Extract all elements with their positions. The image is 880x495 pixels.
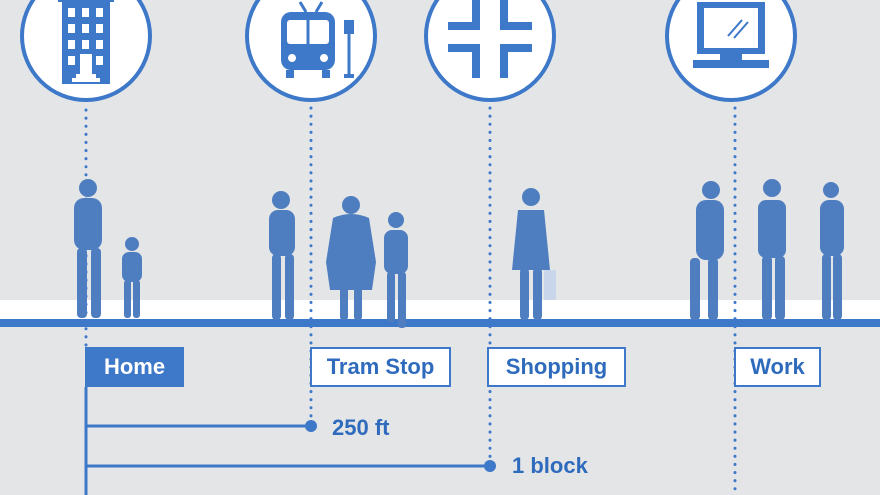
people-tram-stop [269,191,408,328]
label-work: Work [734,347,821,387]
distance-label-shopping: 1 block [512,453,588,478]
distance-endpoint-shopping [484,460,496,472]
street-line [0,319,880,327]
distance-label-tram-stop: 250 ft [332,415,390,440]
people-shopping [512,188,556,320]
tram-icon [245,0,377,102]
label-home: Home [85,347,184,387]
computer-monitor-icon [665,0,797,102]
apartment-building-icon [20,0,152,102]
people-work [690,179,844,320]
label-shopping: Shopping [487,347,626,387]
label-tram-stop: Tram Stop [310,347,451,387]
people-home [74,179,142,318]
sidewalk [0,300,880,320]
distance-endpoint-tram-stop [305,420,317,432]
intersection-icon [424,0,556,102]
